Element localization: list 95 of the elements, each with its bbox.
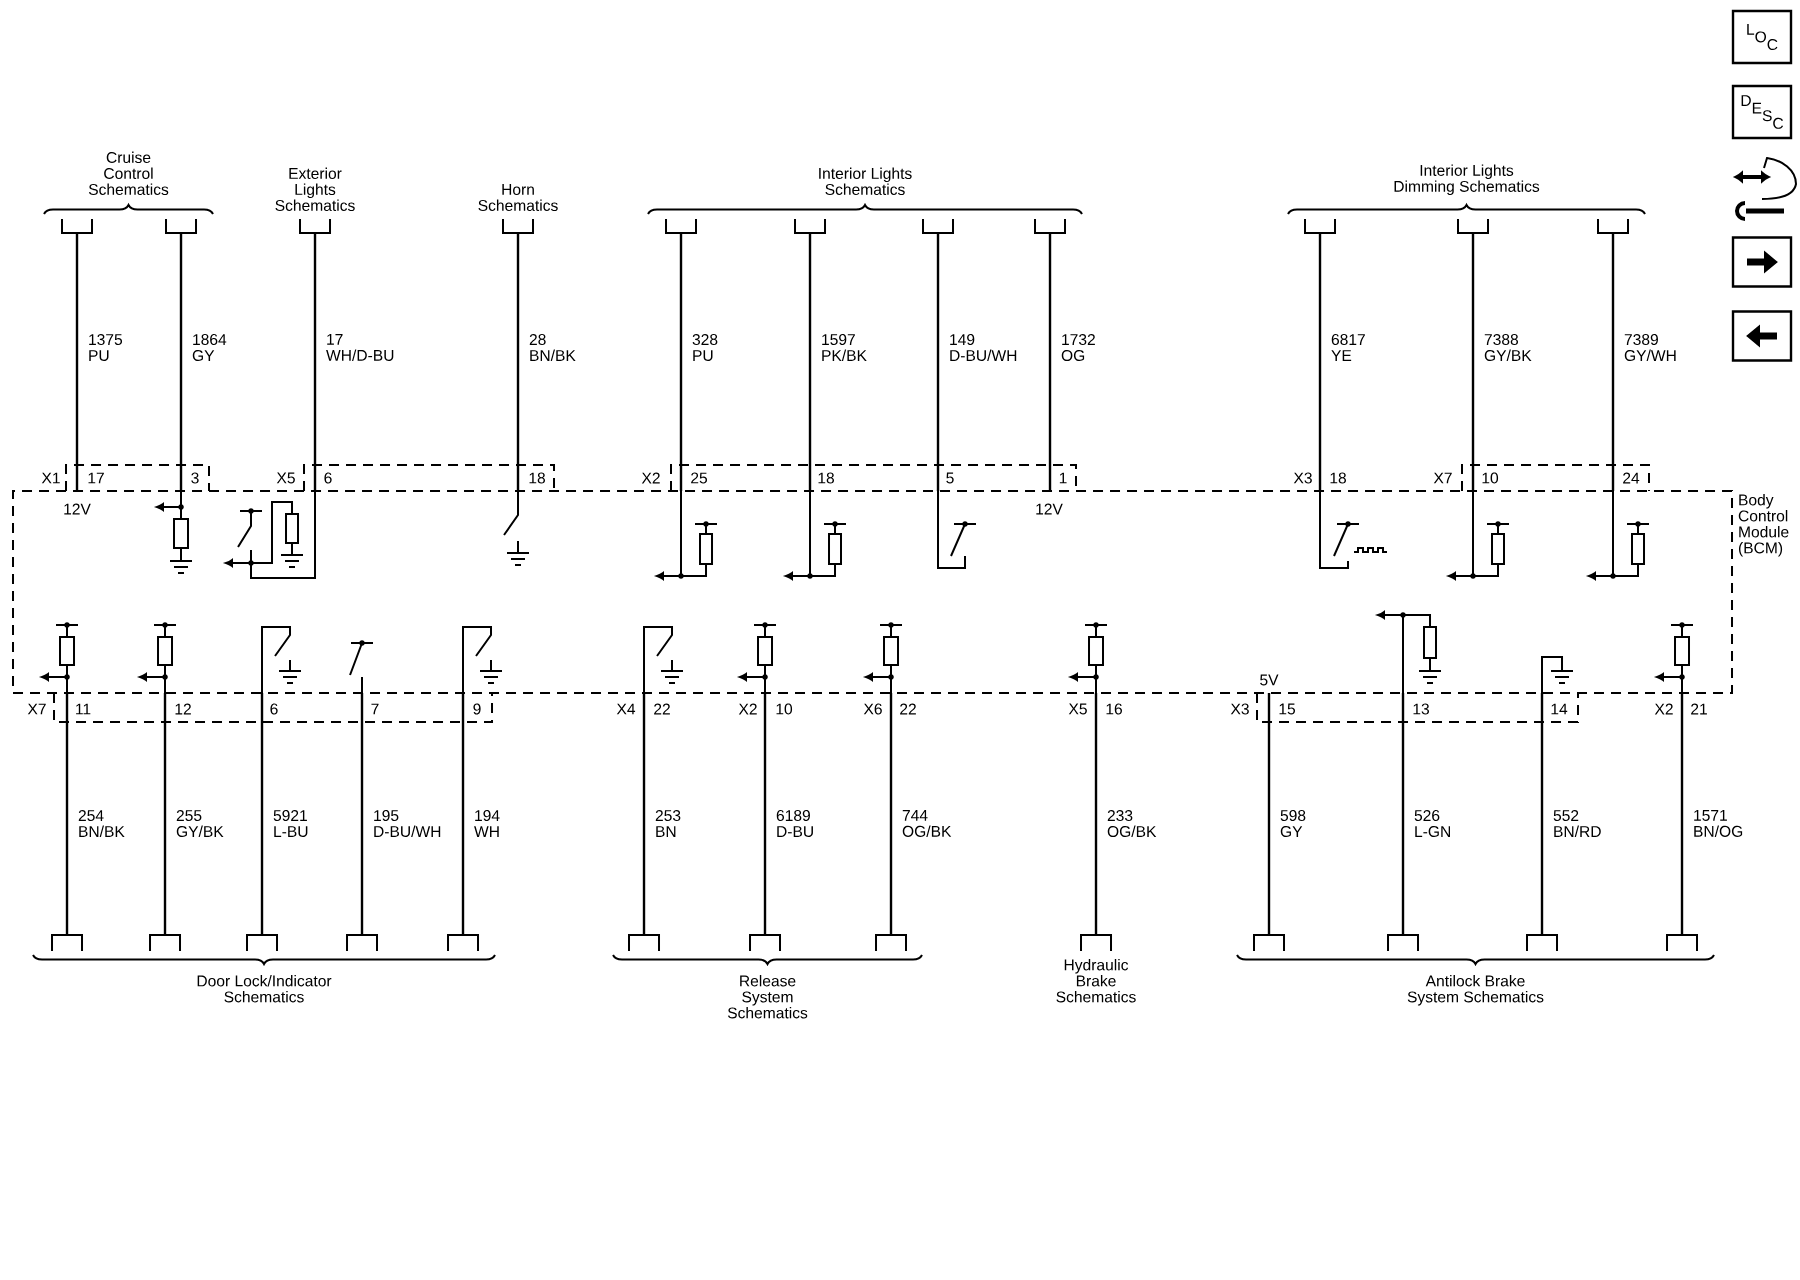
pin-number: 15	[1279, 703, 1296, 715]
pin-number: 7	[371, 703, 379, 715]
wire-label: 7388 GY/BK	[1484, 334, 1532, 362]
pin-number: 9	[473, 703, 481, 715]
wire-label: 253 BN	[655, 810, 681, 837]
pin-number: 10	[776, 703, 793, 715]
wire-label: 1864 GY	[192, 334, 227, 362]
node-label: Body Control Module (BCM)	[1738, 494, 1789, 557]
pin-number: 13	[1413, 703, 1429, 715]
schematic-reference: Cruise Control Schematics	[43, 151, 214, 234]
schematic-reference: Interior Lights Dimming Schematics	[1287, 164, 1646, 234]
voltage-label: 12V	[64, 503, 91, 515]
wire-label: 328 PU	[692, 334, 718, 362]
wire	[260, 693, 264, 935]
pin-number: 1	[1059, 472, 1067, 484]
icon-button	[1731, 310, 1793, 362]
wire-label: 195 D-BU/WH	[374, 810, 441, 838]
wire-label: 744 OG/BK	[902, 810, 952, 837]
wire-label: 233 OG/BK	[1107, 810, 1157, 838]
wire	[808, 233, 812, 491]
pin-number: 22	[654, 703, 670, 715]
wire-label: 1571 BN/OG	[1694, 810, 1743, 837]
wire	[679, 233, 683, 491]
pin-number: 11	[76, 703, 91, 715]
wire-label: 1732 OG	[1061, 334, 1095, 362]
wire	[360, 693, 364, 935]
wire-label: 6189 D-BU	[776, 810, 813, 838]
pin-number: 6	[270, 703, 278, 715]
wire-label: 526 L-GN	[1414, 810, 1450, 838]
wire	[763, 693, 767, 935]
wire	[163, 693, 167, 935]
wire-label: 552 BN/RD	[1553, 810, 1601, 838]
wire-label: 1375 PU	[89, 334, 123, 362]
wire	[1471, 233, 1475, 491]
pin-number: 12	[175, 703, 191, 715]
wire	[936, 233, 940, 491]
wire	[1611, 233, 1615, 491]
wire	[1267, 693, 1271, 935]
pin-number: 16	[1106, 703, 1122, 715]
wire-label: 254 BN/BK	[78, 810, 125, 838]
pin-number: 24	[1623, 472, 1640, 484]
schematic-reference: Exterior Lights Schematics	[275, 167, 355, 234]
connector-label: X6	[863, 703, 882, 715]
pin-number: 17	[88, 472, 104, 484]
voltage-label: 12V	[1036, 503, 1063, 515]
wire	[1401, 693, 1405, 935]
pin-number: 18	[529, 472, 545, 484]
wire	[516, 233, 520, 491]
wire	[1318, 233, 1322, 491]
wire-label: 255 GY/BK	[176, 810, 224, 838]
wire	[1680, 693, 1684, 935]
pin-number: 22	[900, 703, 916, 715]
icon-button	[1731, 236, 1793, 288]
wire-label: 598 GY	[1280, 810, 1306, 838]
pin-number: 25	[691, 472, 708, 484]
connector-label: X2	[738, 703, 757, 715]
wire	[1540, 693, 1544, 935]
schematic-reference: Door Lock/Indicator Schematics	[32, 934, 496, 1003]
wire	[889, 693, 893, 935]
connector-label: X2	[1654, 703, 1673, 715]
pin-number: 18	[1330, 472, 1346, 484]
wire	[313, 233, 317, 491]
wire-label: 28 BN/BK	[529, 334, 576, 362]
wire	[1094, 693, 1098, 935]
pin-number: 5	[946, 472, 954, 484]
wire-label: 5921 L-BU	[273, 810, 308, 838]
schematic-reference: Release System Schematics	[612, 934, 923, 1019]
wire-label: 194 WH	[474, 810, 500, 837]
wire	[461, 693, 465, 935]
pin-number: 18	[818, 472, 834, 484]
connector-label: X3	[1293, 472, 1312, 484]
schematic-reference: Horn Schematics	[478, 184, 558, 234]
schematic-reference: Interior Lights Schematics	[647, 167, 1083, 234]
schematic-reference: Antilock Brake System Schematics	[1236, 934, 1715, 1006]
wire	[179, 233, 183, 491]
wire-label: 7389 GY/WH	[1624, 334, 1676, 362]
letter-button: D E S C	[1731, 84, 1793, 140]
pin-number: 6	[324, 472, 332, 484]
pin-number: 14	[1551, 703, 1568, 715]
pin-number: 10	[1482, 472, 1499, 484]
pin-number: 21	[1691, 703, 1707, 715]
wire-label: 149 D-BU/WH	[950, 334, 1017, 362]
connector-label: X4	[616, 703, 636, 715]
wire	[65, 693, 69, 935]
connector-label: X5	[1068, 703, 1087, 715]
wire-label: 1597 PK/BK	[822, 334, 867, 362]
wire-label: 6817 YE	[1331, 334, 1365, 361]
pin-number: 3	[191, 472, 199, 484]
wire-label: 17 WH/D-BU	[326, 334, 394, 361]
schematic-reference: Hydraulic Brake Schematics	[1056, 934, 1136, 1003]
voltage-label: 5V	[1260, 674, 1279, 686]
wire	[75, 233, 79, 491]
wire	[642, 693, 646, 935]
wire	[1048, 233, 1052, 491]
letter-button: L O C	[1731, 9, 1793, 65]
